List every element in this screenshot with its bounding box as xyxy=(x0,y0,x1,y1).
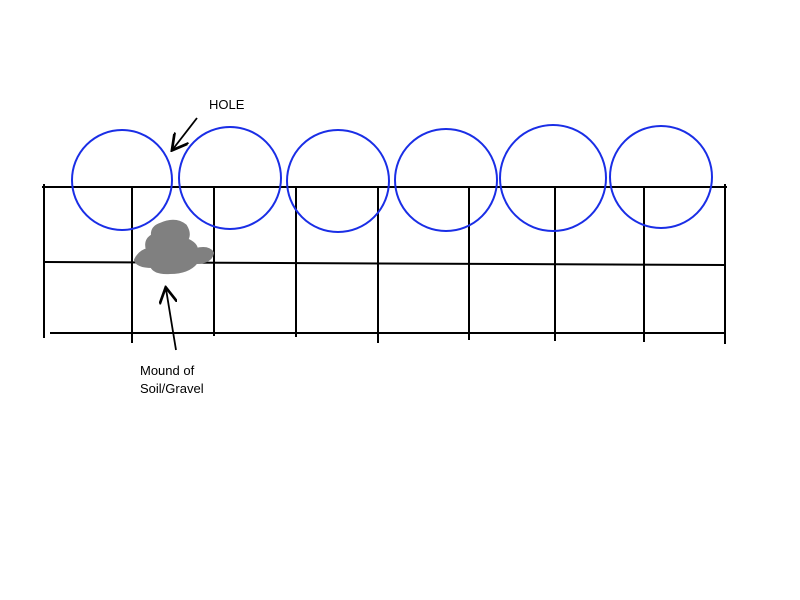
hole-circle xyxy=(71,129,173,231)
mound-arrow xyxy=(166,289,176,351)
hole-circle xyxy=(394,128,498,232)
hole-label: HOLE xyxy=(209,97,245,112)
hole-circle xyxy=(178,126,282,230)
hole-arrow xyxy=(173,117,198,149)
hole-circle xyxy=(609,125,713,229)
holes xyxy=(71,124,713,233)
mound-blob xyxy=(134,219,214,275)
mound-label-line2: Soil/Gravel xyxy=(140,381,204,396)
hole-circle xyxy=(286,129,390,233)
hole-circle xyxy=(499,124,607,232)
mound-label-line1: Mound of xyxy=(140,363,195,378)
